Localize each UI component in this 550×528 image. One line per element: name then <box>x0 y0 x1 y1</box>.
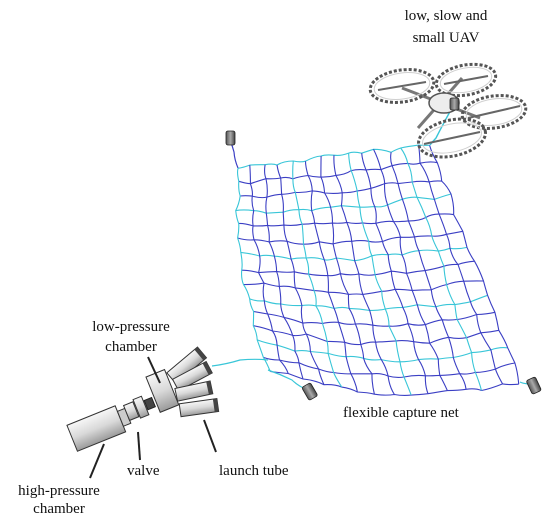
uav-label-line1: low, slow and <box>404 8 488 24</box>
valve <box>122 395 156 422</box>
launch-tube <box>178 397 220 418</box>
net-strand <box>418 145 504 385</box>
uav-label-line2: small UAV <box>412 30 480 46</box>
rotor-ring <box>434 62 498 98</box>
uav-quadcopter <box>368 62 528 159</box>
high-pressure-label-line1: high-pressure <box>18 483 100 499</box>
net-strand <box>235 168 271 372</box>
high-pressure-label-line2: chamber <box>33 501 85 517</box>
valve-label: valve <box>127 463 160 479</box>
capture-net <box>211 107 534 397</box>
launch-tube-label: launch tube <box>219 463 289 479</box>
net-strand <box>348 153 412 396</box>
rotor-ring <box>368 68 436 104</box>
net-launcher <box>66 346 220 452</box>
uav-label: low, slow and small UAV <box>381 7 511 47</box>
net-strand <box>373 149 448 391</box>
net-strand <box>429 145 520 385</box>
net-strand <box>390 152 467 390</box>
rotor-ring <box>417 117 487 159</box>
high-pressure-chamber <box>66 405 132 452</box>
net-strand <box>253 310 496 327</box>
net-strand <box>292 160 343 388</box>
leader-launch-tube <box>203 419 217 453</box>
net-weight-bottom-right <box>526 376 542 395</box>
leader-valve <box>137 431 141 461</box>
net-strand <box>264 164 304 380</box>
net-weight-bottom-mid <box>302 382 318 401</box>
leader-high-pressure <box>89 443 105 479</box>
net-strand <box>304 161 358 393</box>
low-pressure-label-line1: low-pressure <box>92 319 170 335</box>
net-strand <box>400 147 483 391</box>
leader-lines <box>89 356 217 479</box>
net-label: flexible capture net <box>343 405 459 421</box>
launch-tube <box>174 380 214 402</box>
net-strand <box>276 164 325 385</box>
leader-low-pressure <box>147 356 161 384</box>
high-pressure-label: high-pressure chamber <box>0 482 118 518</box>
net-strand <box>333 155 395 395</box>
net-weight-top-left <box>225 130 236 146</box>
net-strand <box>211 358 269 367</box>
low-pressure-label-line2: chamber <box>105 339 157 355</box>
rotor-ring <box>460 94 528 130</box>
low-pressure-label: low-pressure chamber <box>76 318 186 356</box>
net-strand <box>320 155 375 395</box>
launch-tube <box>171 360 213 392</box>
net-strand <box>361 153 429 394</box>
net-strand <box>249 165 289 374</box>
